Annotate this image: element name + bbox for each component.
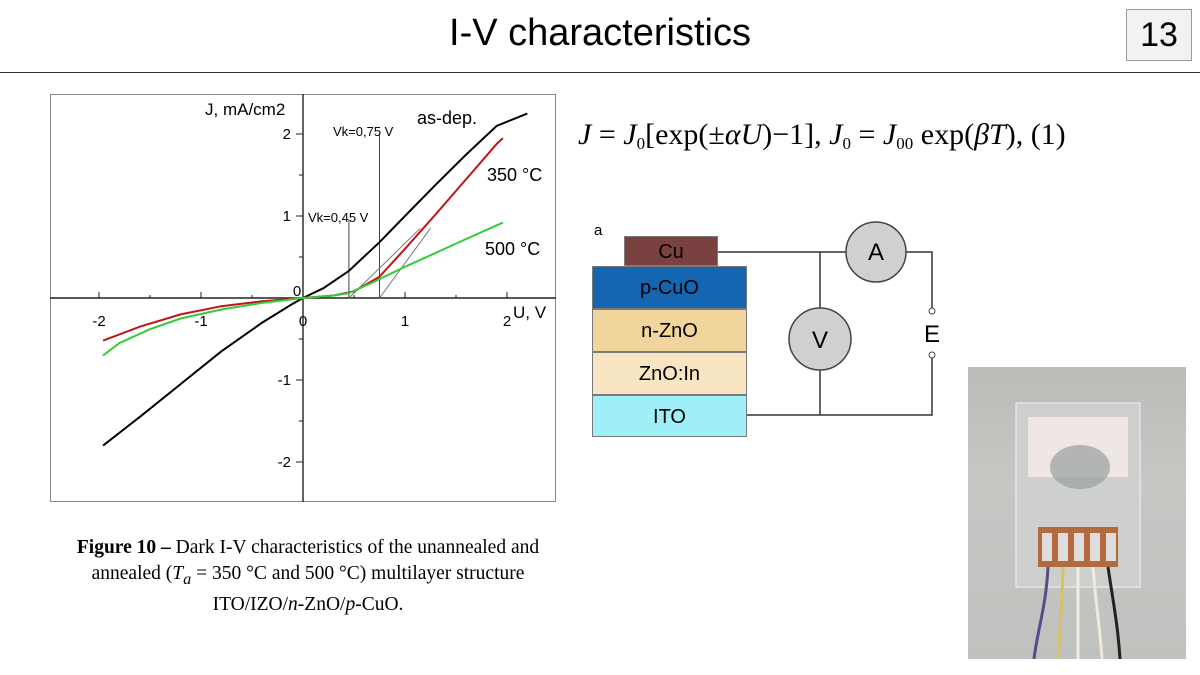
y-tick-label-3: 2: [283, 126, 291, 143]
figure-label: Figure 10 –: [76, 537, 171, 558]
x-tick-label-3: 1: [401, 313, 409, 330]
iv-formula: J = J0[exp(±αU)−1], J0 = J00 exp(βT), (1…: [578, 118, 1066, 154]
origin-label-top: 0: [293, 283, 301, 300]
formula-j00: J: [882, 118, 897, 151]
series-line-0: [102, 112, 528, 447]
ammeter-label: A: [868, 239, 884, 266]
x-axis-label: U, V: [513, 303, 547, 322]
series-line-2: [102, 221, 504, 357]
layer-p-cuo: p-CuO: [592, 266, 747, 309]
source-terminal-bottom: [928, 351, 936, 359]
layer-ito: ITO: [592, 395, 747, 437]
series-label-350: 350 °C: [487, 165, 542, 185]
formula-j0b: J: [829, 118, 843, 151]
series-label-as-dep: as-dep.: [417, 108, 477, 128]
voltmeter-label: V: [812, 327, 828, 354]
source-terminal-top: [928, 307, 936, 315]
wire-bottom: [747, 356, 933, 416]
caption-text-1: Dark I-V characteristics of the unanneal…: [91, 537, 540, 584]
y-axis-label: J, mA/cm2: [205, 100, 285, 119]
formula-beta-t: βT: [974, 118, 1006, 151]
formula-part1: [exp(±: [645, 118, 725, 151]
formula-sub00: 00: [896, 134, 914, 153]
layer-zno-in: ZnO:In: [592, 352, 747, 395]
x-tick-label-0: -2: [92, 313, 105, 330]
formula-alpha-u: αU: [724, 118, 763, 151]
y-tick-label-2: 1: [283, 208, 291, 225]
caption-p: p: [345, 593, 356, 615]
sample-photo-drawing: [1015, 402, 1141, 659]
panel-label: a: [594, 222, 603, 239]
slide-title: I-V characteristics: [449, 12, 751, 54]
formula-j: J: [578, 118, 592, 151]
origin-label-bottom: 0: [299, 313, 307, 330]
formula-part3: exp(: [913, 118, 975, 151]
caption-ta: T: [172, 563, 184, 584]
caption-n: n: [288, 593, 298, 615]
formula-sub0b: 0: [842, 134, 852, 153]
formula-eq2: =: [851, 118, 883, 151]
figure-caption: Figure 10 – Dark I-V characteristics of …: [52, 535, 564, 618]
annotation-vk045: Vk=0,45 V: [308, 210, 369, 225]
caption-text-3: -ZnO/: [297, 593, 346, 615]
layer-cu: Cu: [624, 236, 718, 266]
caption-text-4: -CuO.: [355, 593, 404, 615]
caption-text-2: = 350 °C and 500 °C) multilayer structur…: [191, 563, 525, 615]
x-tick-label-4: 2: [503, 313, 511, 330]
voltmeter-circle: [788, 307, 852, 371]
electrode-blob: [1050, 445, 1110, 489]
annotation-vk075: Vk=0,75 V: [333, 124, 394, 139]
sample-photo: [968, 367, 1186, 659]
formula-sub0: 0: [636, 134, 646, 153]
y-tick-label-0: -2: [278, 454, 291, 471]
formula-part4: ), (1): [1005, 118, 1066, 151]
ammeter-circle: [845, 221, 907, 283]
series-label-500: 500 °C: [485, 239, 540, 259]
y-tick-label-1: -1: [278, 372, 291, 389]
formula-j0: J: [623, 118, 637, 151]
source-label: E: [924, 321, 940, 348]
caption-ta-sub: a: [183, 569, 192, 588]
wire-top-right: [906, 251, 933, 308]
page-number: 13: [1126, 9, 1192, 61]
layer-n-zno: n-ZnO: [592, 309, 747, 352]
formula-part2: )−1],: [762, 118, 830, 151]
formula-eq1: =: [591, 118, 624, 151]
title-divider: [0, 72, 1200, 73]
x-tick-label-1: -1: [194, 313, 207, 330]
tangent-2: [379, 228, 431, 299]
